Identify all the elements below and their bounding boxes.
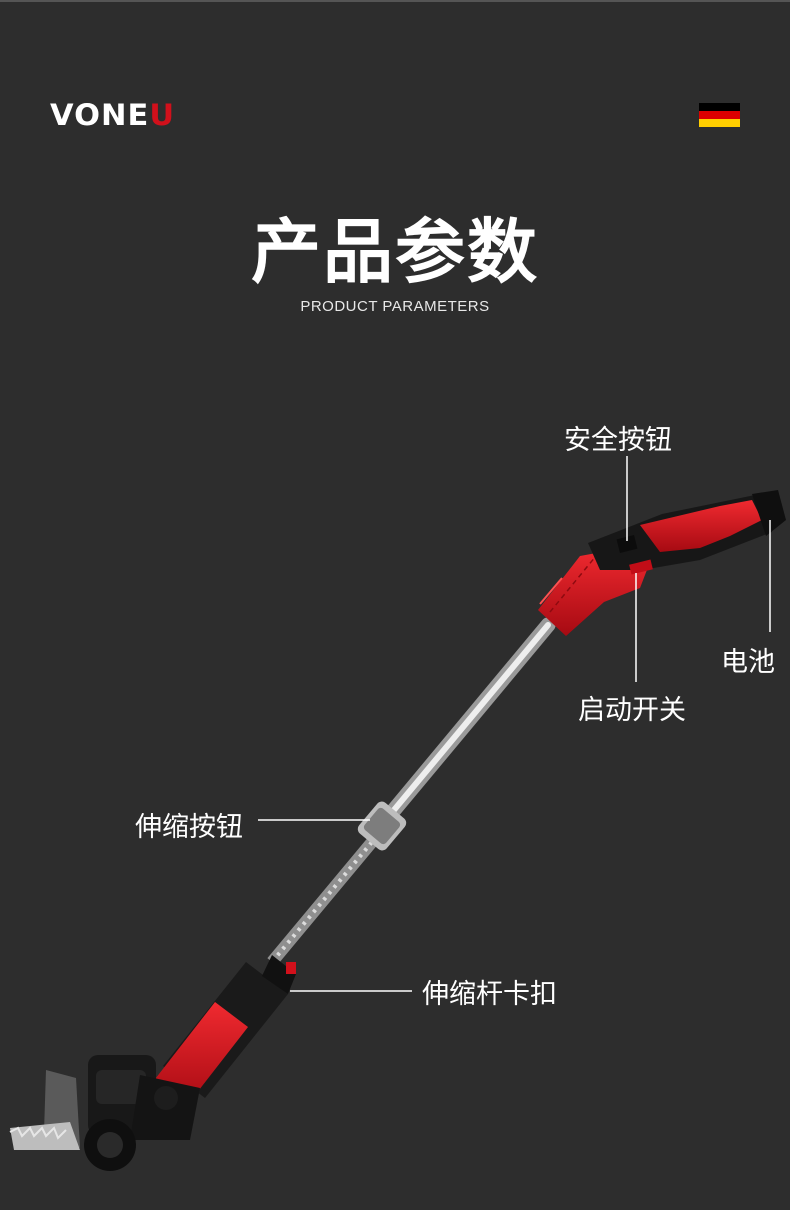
callout-battery: 电池 (721, 647, 775, 678)
page-title: 产品参数 (251, 211, 539, 293)
callout-telescopic-button: 伸缩按钮 (135, 812, 243, 843)
callout-safety-button: 安全按钮 (564, 425, 672, 456)
page-subtitle: PRODUCT PARAMETERS (300, 298, 490, 315)
logo-text: VONE (50, 98, 150, 132)
callout-power-switch: 启动开关 (578, 695, 686, 726)
top-divider (0, 0, 790, 2)
callout-pole-clip: 伸缩杆卡扣 (422, 979, 557, 1010)
logo-text-accent: U (149, 98, 176, 132)
germany-flag-icon (699, 103, 740, 127)
brand-logo: VONEU (50, 98, 175, 132)
